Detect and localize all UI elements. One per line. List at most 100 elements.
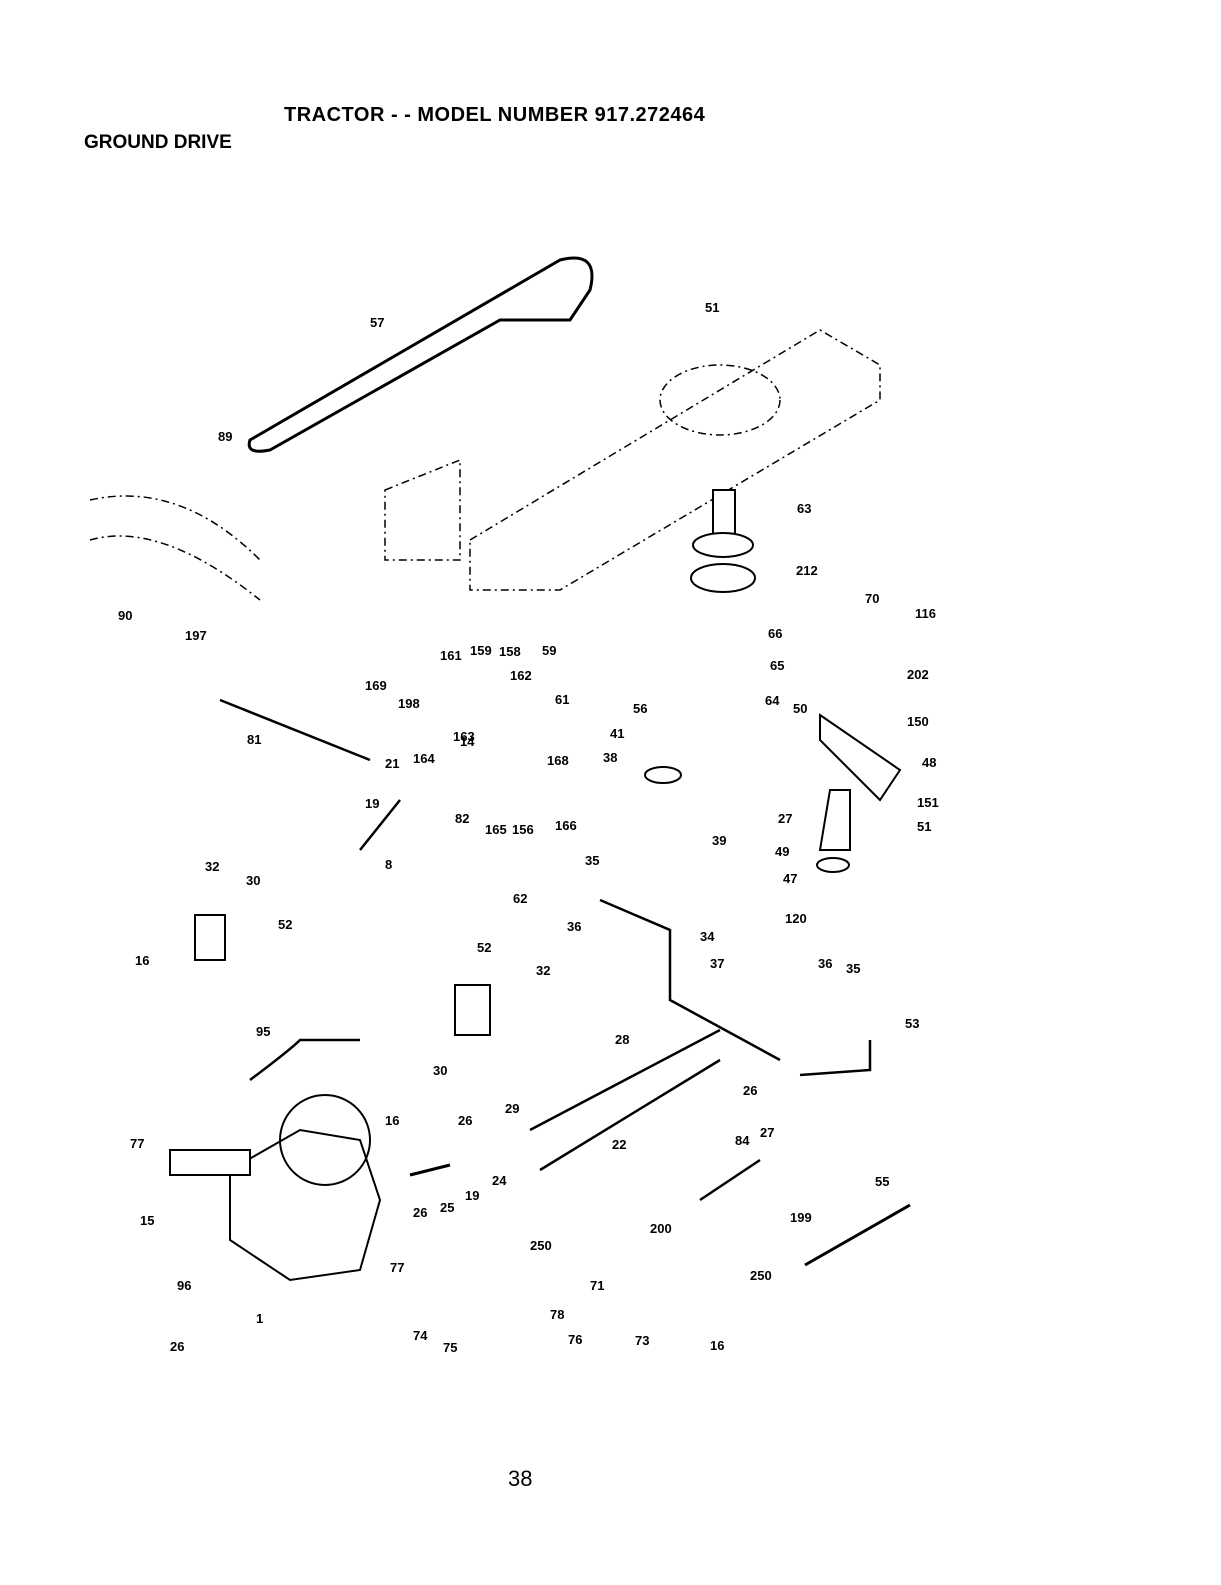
callout-label: 30 xyxy=(433,1063,447,1078)
callout-label: 90 xyxy=(118,608,132,623)
callout-label: 74 xyxy=(413,1328,428,1343)
callout-label: 66 xyxy=(768,626,782,641)
callout-label: 30 xyxy=(246,873,260,888)
callout-label: 165 xyxy=(485,822,507,837)
callout-label: 35 xyxy=(846,961,860,976)
callout-label: 199 xyxy=(790,1210,812,1225)
callout-label: 197 xyxy=(185,628,207,643)
callout-label: 1 xyxy=(256,1311,263,1326)
callout-label: 34 xyxy=(700,929,715,944)
callout-label: 198 xyxy=(398,696,420,711)
callout-label: 63 xyxy=(797,501,811,516)
callout-label: 29 xyxy=(505,1101,519,1116)
callout-label: 32 xyxy=(205,859,219,874)
callout-label: 14 xyxy=(460,734,475,749)
callout-label: 116 xyxy=(915,606,936,621)
callout-label: 16 xyxy=(135,953,149,968)
callout-label: 47 xyxy=(783,871,797,886)
callout-label: 32 xyxy=(536,963,550,978)
callout-label: 50 xyxy=(793,701,807,716)
callout-label: 162 xyxy=(510,668,532,683)
page-number: 38 xyxy=(508,1466,533,1491)
callout-label: 156 xyxy=(512,822,534,837)
callout-label: 39 xyxy=(712,833,726,848)
callout-label: 53 xyxy=(905,1016,919,1031)
callout-label: 41 xyxy=(610,726,624,741)
callout-label: 77 xyxy=(130,1136,144,1151)
callout-label: 37 xyxy=(710,956,724,971)
callout-label: 51 xyxy=(917,819,931,834)
callout-label: 15 xyxy=(140,1213,154,1228)
callout-label: 57 xyxy=(370,315,384,330)
callout-label: 52 xyxy=(278,917,292,932)
callout-label: 81 xyxy=(247,732,261,747)
callout-label: 84 xyxy=(735,1133,750,1148)
callout-label: 59 xyxy=(542,643,556,658)
callout-label: 78 xyxy=(550,1307,564,1322)
callout-label: 25 xyxy=(440,1200,454,1215)
callout-label: 52 xyxy=(477,940,491,955)
callout-label: 19 xyxy=(465,1188,479,1203)
callout-label: 250 xyxy=(750,1268,772,1283)
callout-label: 36 xyxy=(818,956,832,971)
callout-label: 26 xyxy=(413,1205,427,1220)
callout-label: 161 xyxy=(440,648,462,663)
callout-label: 82 xyxy=(455,811,469,826)
callout-label: 22 xyxy=(612,1137,626,1152)
springs xyxy=(409,1163,911,1267)
callout-label: 70 xyxy=(865,591,879,606)
callout-label: 166 xyxy=(555,818,577,833)
callout-label: 27 xyxy=(760,1125,774,1140)
callout-label: 164 xyxy=(413,751,435,766)
callout-label: 64 xyxy=(765,693,780,708)
callout-label: 56 xyxy=(633,701,647,716)
callout-label: 77 xyxy=(390,1260,404,1275)
callout-label: 62 xyxy=(513,891,527,906)
frame-outline xyxy=(89,329,881,601)
callout-label: 96 xyxy=(177,1278,191,1293)
callout-label: 168 xyxy=(547,753,569,768)
callout-label: 36 xyxy=(567,919,581,934)
callout-label: 35 xyxy=(585,853,599,868)
callout-label: 73 xyxy=(635,1333,649,1348)
page-title: TRACTOR - - MODEL NUMBER 917.272464 xyxy=(284,104,706,126)
callout-label: 75 xyxy=(443,1340,457,1355)
callout-label: 26 xyxy=(458,1113,472,1128)
callout-label: 76 xyxy=(568,1332,582,1347)
callout-label: 212 xyxy=(796,563,818,578)
section-title: GROUND DRIVE xyxy=(84,132,232,153)
callout-label: 16 xyxy=(385,1113,399,1128)
callout-label: 55 xyxy=(875,1174,889,1189)
callout-label: 71 xyxy=(590,1278,604,1293)
callout-label: 150 xyxy=(907,714,929,729)
callout-label: 159 xyxy=(470,643,492,658)
callout-label: 61 xyxy=(555,692,569,707)
callout-label: 65 xyxy=(770,658,784,673)
drive-belt xyxy=(247,256,594,453)
callout-label: 26 xyxy=(170,1339,184,1354)
callout-label: 26 xyxy=(743,1083,757,1098)
callout-label: 24 xyxy=(492,1173,507,1188)
callout-label: 51 xyxy=(705,300,719,315)
callout-label: 202 xyxy=(907,667,929,682)
callout-label: 38 xyxy=(603,750,617,765)
callout-label: 16 xyxy=(710,1338,724,1353)
callout-label: 21 xyxy=(385,756,399,771)
callout-label: 151 xyxy=(917,795,939,810)
callout-label: 169 xyxy=(365,678,387,693)
callout-label: 48 xyxy=(922,755,936,770)
callout-label: 28 xyxy=(615,1032,629,1047)
callout-label: 89 xyxy=(218,429,232,444)
callout-label: 158 xyxy=(499,644,521,659)
callout-label: 250 xyxy=(530,1238,552,1253)
brackets xyxy=(194,713,902,1036)
callout-label: 19 xyxy=(365,796,379,811)
callout-label: 120 xyxy=(785,911,807,926)
callout-label: 163 xyxy=(453,729,475,744)
callout-label: 49 xyxy=(775,844,789,859)
callout-label: 27 xyxy=(778,811,792,826)
callout-label: 8 xyxy=(385,857,392,872)
transaxle xyxy=(169,1094,382,1282)
